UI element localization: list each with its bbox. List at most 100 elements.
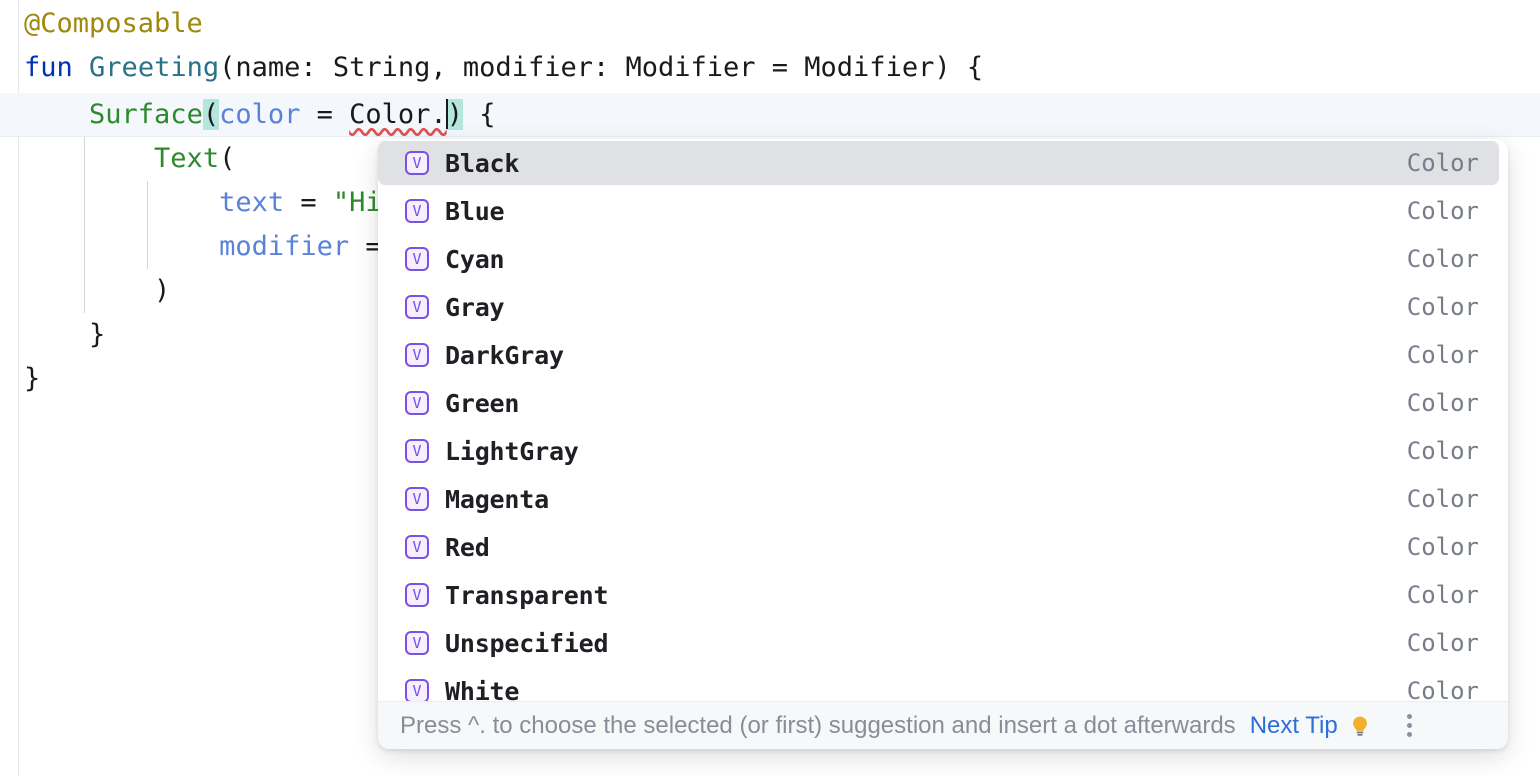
completion-item-label: Black <box>445 148 520 178</box>
code-line-annotation: @Composable <box>24 2 203 46</box>
token-keyword-fun: fun <box>24 52 73 83</box>
completion-hint-text: Press ^. to choose the selected (or firs… <box>400 711 1236 739</box>
token-close-brace: } <box>24 363 41 394</box>
token-space <box>73 52 89 83</box>
variable-icon: V <box>405 151 429 175</box>
token-equals: = <box>349 231 382 262</box>
completion-item-type: Color <box>1406 389 1479 417</box>
current-line-bottom-border <box>0 136 1540 137</box>
token-indent <box>24 143 154 174</box>
token-indent <box>24 275 154 306</box>
completion-item-black[interactable]: V Black Color <box>378 139 1508 187</box>
variable-icon: V <box>405 295 429 319</box>
kebab-dot <box>1407 714 1413 719</box>
completion-item-type: Color <box>1406 293 1479 321</box>
token-indent <box>24 187 219 218</box>
completion-item-lightgray[interactable]: V LightGray Color <box>378 427 1508 475</box>
completion-item-type: Color <box>1406 485 1479 513</box>
completion-item-type: Color <box>1406 149 1479 177</box>
completion-item-type: Color <box>1406 437 1479 465</box>
token-text-paren: ( <box>219 143 236 174</box>
completion-item-white[interactable]: V White Color <box>378 667 1508 701</box>
token-indent <box>24 231 219 262</box>
completion-item-label: Green <box>445 388 520 418</box>
token-named-arg-text: text <box>219 187 285 218</box>
token-indent <box>24 319 89 350</box>
code-line-function-signature: fun Greeting(name: String, modifier: Mod… <box>24 46 983 90</box>
completion-item-green[interactable]: V Green Color <box>378 379 1508 427</box>
variable-icon: V <box>405 631 429 655</box>
token-function-name: Greeting <box>89 52 220 83</box>
completion-item-magenta[interactable]: V Magenta Color <box>378 475 1508 523</box>
gutter-separator <box>18 0 19 776</box>
completion-item-transparent[interactable]: V Transparent Color <box>378 571 1508 619</box>
completion-item-label: White <box>445 676 520 702</box>
completion-item-type: Color <box>1406 581 1479 609</box>
token-indent <box>24 99 89 130</box>
kebab-dot <box>1407 732 1413 737</box>
code-line-surface-call: Surface(color = Color.) { <box>24 93 495 137</box>
completion-item-label: Magenta <box>445 484 549 514</box>
code-line-close-brace-inner: } <box>24 313 105 357</box>
variable-icon: V <box>405 391 429 415</box>
variable-icon: V <box>405 247 429 271</box>
code-line-close-paren: ) <box>24 269 170 313</box>
code-line-text-arg: text = "Hi, <box>24 181 398 225</box>
code-line-close-brace-outer: } <box>24 357 40 401</box>
token-signature: (name: String, modifier: Modifier = Modi… <box>219 52 984 83</box>
token-paren-open-highlighted: ( <box>202 99 220 130</box>
completion-item-unspecified[interactable]: V Unspecified Color <box>378 619 1508 667</box>
completion-status-bar: Press ^. to choose the selected (or firs… <box>378 701 1508 749</box>
token-named-arg-modifier: modifier <box>219 231 350 262</box>
completion-item-gray[interactable]: V Gray Color <box>378 283 1508 331</box>
completion-item-type: Color <box>1406 629 1479 657</box>
token-brace-open: { <box>462 99 496 130</box>
token-text-call: Text <box>154 143 220 174</box>
variable-icon: V <box>405 679 429 701</box>
token-named-arg-color: color <box>219 99 301 130</box>
next-tip-link[interactable]: Next Tip <box>1249 711 1338 739</box>
completion-item-label: LightGray <box>445 436 579 466</box>
completion-item-label: Red <box>445 532 490 562</box>
variable-icon: V <box>405 199 429 223</box>
code-line-modifier-arg: modifier = <box>24 225 382 269</box>
lightbulb-icon[interactable] <box>1347 713 1373 739</box>
completion-item-type: Color <box>1406 197 1479 225</box>
variable-icon: V <box>405 439 429 463</box>
completion-item-blue[interactable]: V Blue Color <box>378 187 1508 235</box>
indent-guide <box>147 181 148 269</box>
token-annotation: @Composable <box>24 8 203 39</box>
more-options-icon[interactable] <box>1399 713 1421 739</box>
token-caret-paren-group: ) <box>445 99 463 130</box>
current-line-highlight <box>0 93 1540 137</box>
variable-icon: V <box>405 487 429 511</box>
token-paren-close-highlighted: ) <box>446 99 463 130</box>
token-color-receiver: Color. <box>349 99 447 130</box>
token-surface-call: Surface <box>89 99 203 130</box>
completion-item-label: Transparent <box>445 580 609 610</box>
completion-item-type: Color <box>1406 245 1479 273</box>
completion-item-type: Color <box>1406 341 1479 369</box>
kebab-dot <box>1407 723 1413 728</box>
completion-item-label: DarkGray <box>445 340 564 370</box>
token-equals: = <box>300 99 350 130</box>
text-caret <box>445 99 448 129</box>
variable-icon: V <box>405 535 429 559</box>
variable-icon: V <box>405 583 429 607</box>
completion-item-label: Cyan <box>445 244 505 274</box>
token-close-paren: ) <box>154 275 171 306</box>
completion-item-cyan[interactable]: V Cyan Color <box>378 235 1508 283</box>
indent-guide <box>84 137 85 313</box>
code-line-text-call: Text( <box>24 137 235 181</box>
selection-highlight <box>378 141 1499 185</box>
completion-item-type: Color <box>1406 677 1479 701</box>
completion-item-label: Blue <box>445 196 505 226</box>
completion-item-label: Gray <box>445 292 505 322</box>
completion-item-label: Unspecified <box>445 628 609 658</box>
